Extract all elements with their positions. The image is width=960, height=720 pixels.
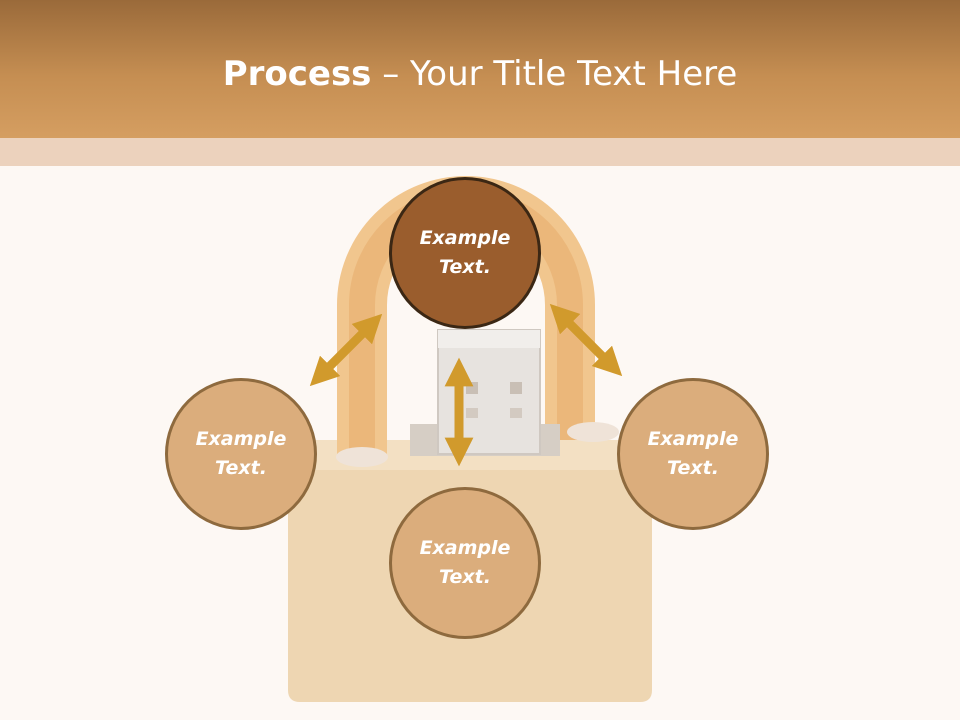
title-bold: Process <box>222 54 372 94</box>
node-right-line2: Text. <box>667 457 719 479</box>
arrow-top-right <box>549 303 623 377</box>
node-bottom-line2: Text. <box>439 566 491 588</box>
node-left: Example Text. <box>165 378 317 530</box>
title-rest: – Your Title Text Here <box>371 54 738 94</box>
header-band <box>0 138 960 166</box>
node-left-line2: Text. <box>215 457 267 479</box>
slide-title: Process – Your Title Text Here <box>0 52 960 96</box>
arrow-top-left <box>309 313 383 387</box>
header-bar <box>0 0 960 138</box>
node-right-line1: Example <box>647 428 739 450</box>
node-right: Example Text. <box>617 378 769 530</box>
node-bottom-line1: Example <box>419 537 511 559</box>
node-top: Example Text. <box>389 177 541 329</box>
node-bottom: Example Text. <box>389 487 541 639</box>
node-left-line1: Example <box>195 428 287 450</box>
node-top-line2: Text. <box>439 256 491 278</box>
node-top-line1: Example <box>419 227 511 249</box>
